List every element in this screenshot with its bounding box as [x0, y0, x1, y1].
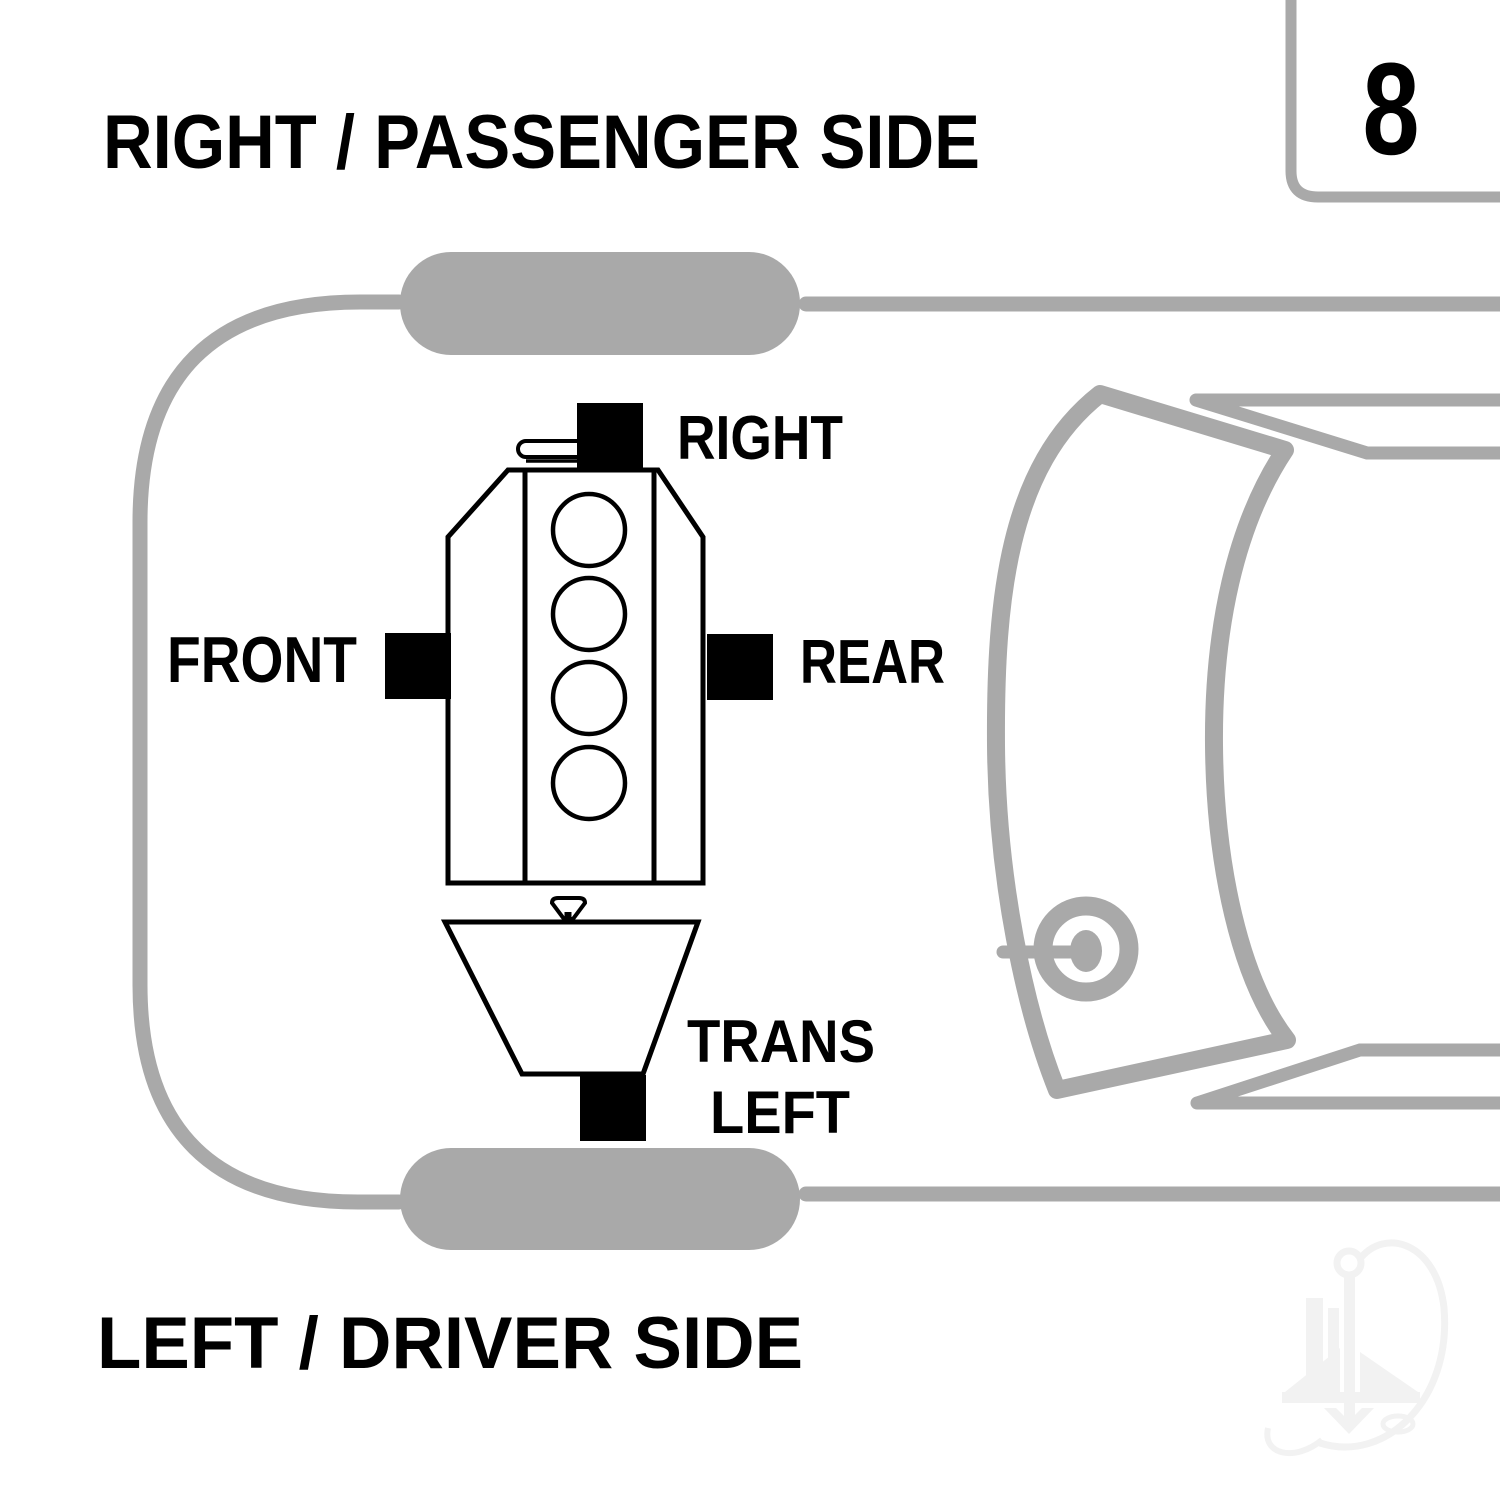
watermark-sail-right: [1360, 1352, 1418, 1392]
cylinder-4: [550, 744, 628, 822]
engine-block-outline: [445, 467, 706, 886]
watermark-anchor-ring: [1333, 1247, 1365, 1279]
watermark-crossbar: [1282, 1392, 1420, 1403]
cylinder-3: [550, 659, 628, 737]
engine-cylinders: [550, 491, 628, 822]
watermark-letter-bar-1: [1306, 1298, 1323, 1383]
mount-marker-trans-left: [580, 1075, 646, 1141]
trunk-lock-ring: [1033, 896, 1139, 1002]
watermark-rope-loop: [1318, 1239, 1449, 1451]
trunk-lock-center: [1070, 930, 1102, 972]
car-rear-window-outline: [986, 385, 1296, 1099]
watermark-letter-bar-2: [1328, 1308, 1339, 1383]
page-number: 8: [1363, 35, 1420, 182]
footer-left-driver-side: LEFT / DRIVER SIDE: [97, 1303, 803, 1384]
cylinder-2: [550, 575, 628, 653]
transmission-outline: [440, 919, 702, 1077]
mount-label-rear: REAR: [800, 628, 945, 697]
engine-diagram: [385, 403, 773, 1141]
watermark-sail-left: [1285, 1348, 1340, 1392]
cylinder-1: [550, 491, 628, 569]
wheel-top: [400, 252, 800, 355]
dipstick-funnel: [549, 896, 588, 921]
watermark-rope-tail: [1264, 1427, 1324, 1457]
watermark-anchor-fluke: [1324, 1408, 1374, 1434]
mount-label-right: RIGHT: [677, 404, 843, 473]
watermark-rope-coil: [1380, 1413, 1416, 1435]
mount-label-front: FRONT: [167, 623, 357, 696]
car-outline: [132, 294, 1500, 1210]
watermark-anchor-shank: [1344, 1274, 1355, 1424]
mount-marker-right: [577, 403, 643, 469]
page-number-box: [1285, 0, 1500, 203]
mount-marker-front: [385, 633, 451, 699]
title-right-passenger-side: RIGHT / PASSENGER SIDE: [103, 100, 980, 185]
wheel-bottom: [400, 1148, 800, 1250]
car-left-body-line: [132, 294, 407, 1210]
anchor-logo-watermark: [1264, 1239, 1449, 1457]
car-bottom-crease-lines: [1190, 1043, 1500, 1110]
engine-inner-lines: [522, 472, 657, 881]
mount-label-trans-line1: TRANS: [687, 1008, 875, 1075]
mount-marker-rear: [707, 634, 773, 700]
car-top-crease-lines: [1189, 393, 1500, 460]
mount-label-trans-line2: LEFT: [710, 1079, 850, 1146]
